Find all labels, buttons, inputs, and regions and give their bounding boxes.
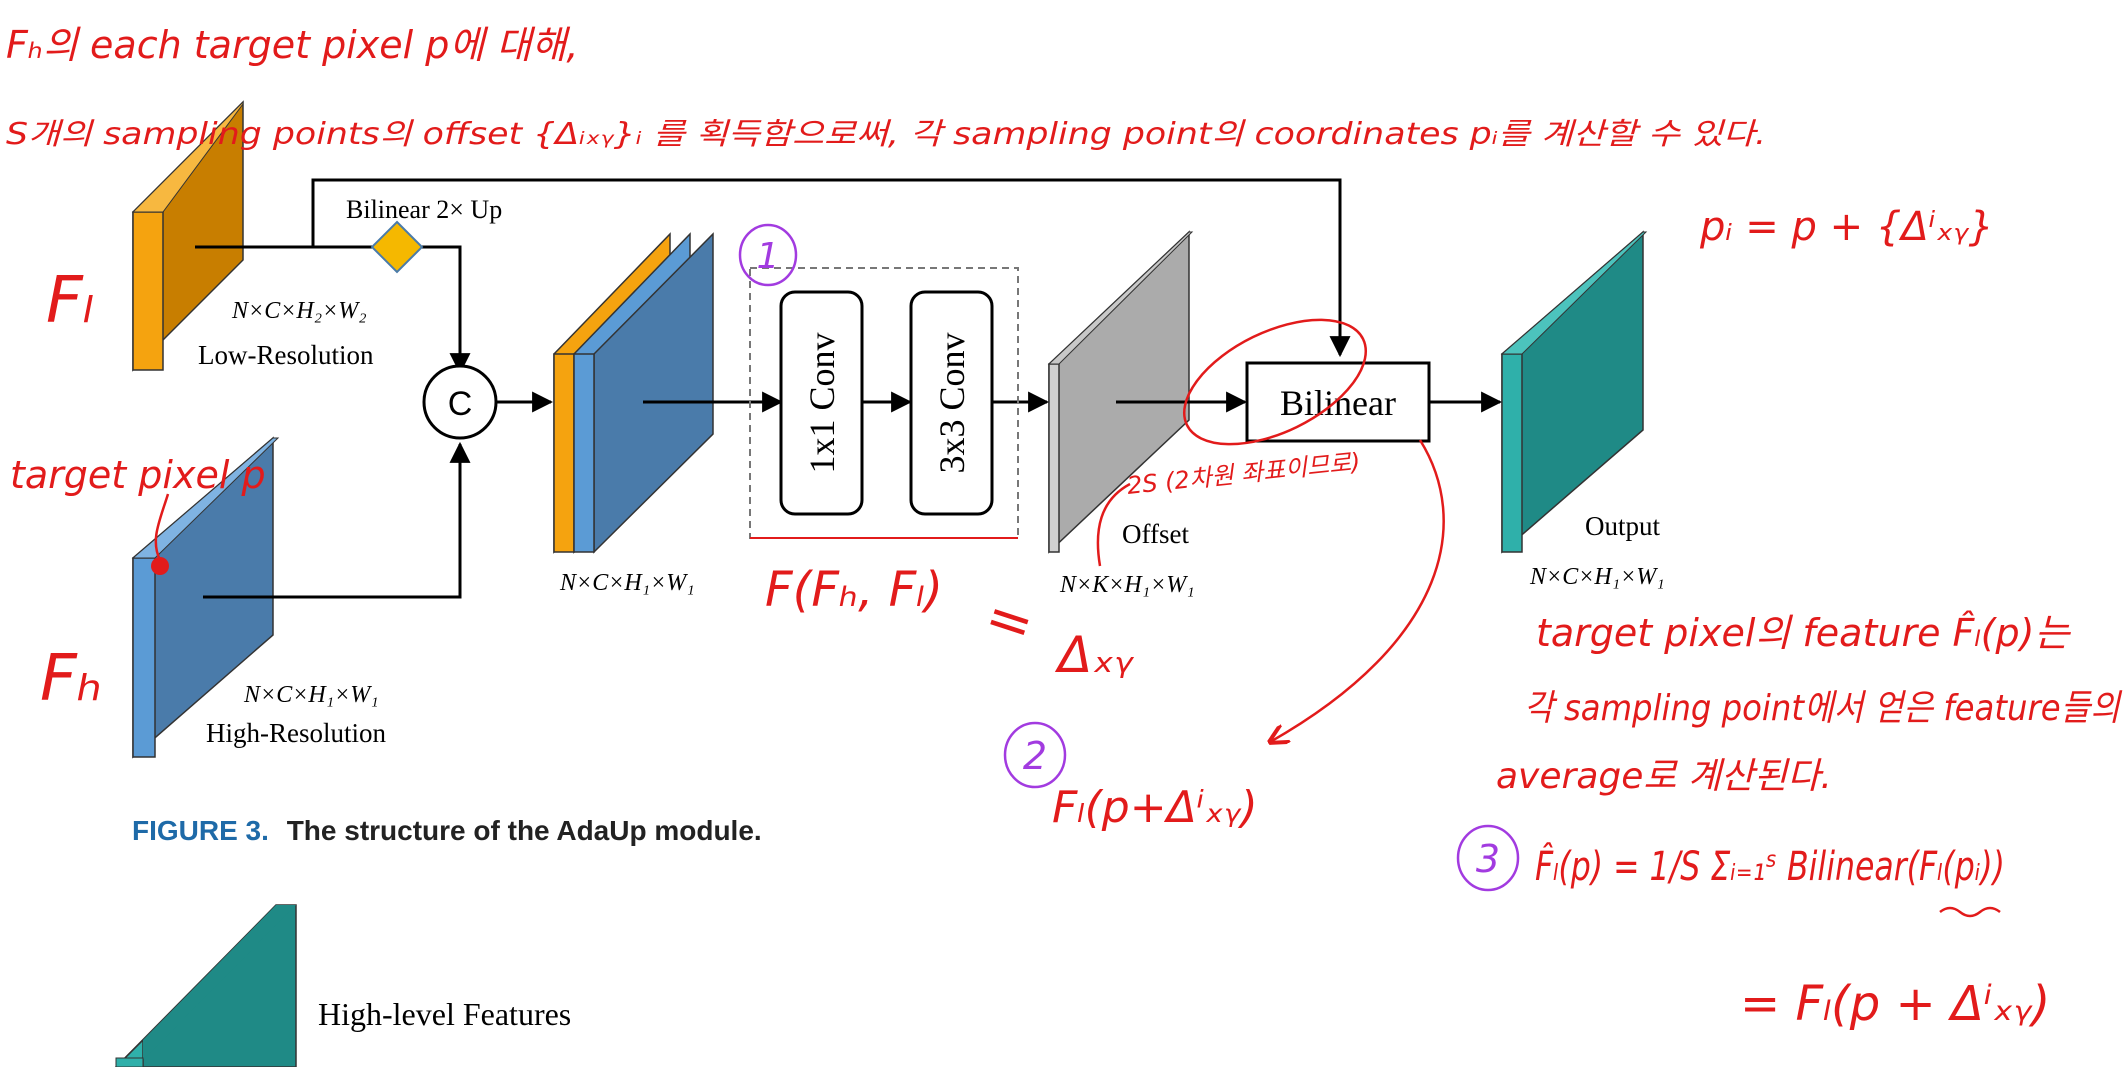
annotations-red: Fₕ의 each target pixel p에 대해, S개의 samplin… bbox=[6, 23, 2123, 1032]
annotation-fl-shift: Fₗ(p+Δⁱₓᵧ) bbox=[1052, 782, 1258, 833]
conv1x1-label: 1x1 Conv bbox=[802, 332, 842, 473]
conv3x3-box bbox=[909, 290, 994, 516]
annotation-2s: 2S (2차원 좌표이므로) bbox=[1126, 448, 1362, 500]
high-res-dims-label: N×C×H₁×W₁ bbox=[243, 682, 379, 708]
circle-1 bbox=[738, 223, 798, 287]
bilinear-box bbox=[1245, 361, 1431, 443]
circle-3-number: 3 bbox=[1476, 837, 1500, 881]
annotation-formula-eq: = Fₗ(p + Δⁱₓᵧ) bbox=[1740, 976, 2050, 1032]
concat-circle bbox=[422, 364, 498, 440]
conv1x1-box bbox=[779, 290, 864, 516]
annotation-circles-purple bbox=[738, 223, 1520, 892]
bilinear-up-label: Bilinear 2× Up bbox=[346, 195, 502, 224]
annotation-line1: Fₕ의 each target pixel p에 대해, bbox=[6, 23, 578, 67]
concat-feature-block bbox=[553, 232, 714, 554]
target-pixel-pointer bbox=[154, 493, 170, 561]
bilinear-up-diamond bbox=[370, 220, 424, 274]
annotation-func: F(Fₕ, Fₗ) bbox=[765, 562, 943, 618]
output-feature-block bbox=[1500, 230, 1648, 554]
low-res-feature-block bbox=[131, 100, 244, 372]
concat-dims-label: N×C×H₁×W₁ bbox=[559, 570, 695, 596]
annotation-formula-main: F̂ₗ(p) = 1/S Σᵢ₌₁ˢ Bilinear(Fₗ(pᵢ)) bbox=[1535, 842, 2005, 890]
annotation-fl: Fₗ bbox=[46, 264, 93, 338]
figure-caption-text: The structure of the AdaUp module. bbox=[287, 815, 762, 846]
connectors bbox=[195, 178, 1503, 599]
conv3x3-label: 3x3 Conv bbox=[932, 332, 972, 473]
annotation-line2: S개의 sampling points의 offset {Δᵢₓᵧ}ᵢ 를 획득… bbox=[6, 117, 1766, 152]
annotation-equals: = bbox=[977, 583, 1042, 659]
high-res-label: High-Resolution bbox=[206, 718, 386, 748]
output-dims-label: N×C×H₁×W₁ bbox=[1529, 564, 1665, 590]
figure-number: FIGURE 3. bbox=[132, 815, 269, 846]
annotation-fh: Fₕ bbox=[40, 642, 102, 716]
annotation-target-feature: target pixel의 feature F̂ₗ(p)는 bbox=[1536, 611, 2071, 655]
offset-label: Offset bbox=[1122, 519, 1189, 549]
output-label: Output bbox=[1585, 511, 1661, 541]
annotation-formula-pi: pᵢ = p + {Δⁱₓᵧ} bbox=[1699, 204, 1994, 250]
legend-high-level-label: High-level Features bbox=[318, 996, 571, 1032]
bilinear-highlight-ellipse bbox=[1182, 318, 1368, 446]
annotation-target-pixel: target pixel p bbox=[10, 453, 266, 497]
circle-3 bbox=[1456, 824, 1520, 892]
annotation-sampling-avg: 각 sampling point에서 얻은 feature들의 bbox=[1524, 688, 2123, 729]
bilinear-to-formula-arrow bbox=[1270, 439, 1445, 742]
target-pixel-dot bbox=[151, 557, 169, 575]
annotation-strokes bbox=[154, 318, 2001, 918]
bilinear-label: Bilinear bbox=[1280, 383, 1396, 423]
offset-2s-pointer bbox=[1096, 482, 1131, 567]
legend-high-level-block bbox=[114, 904, 297, 1067]
concat-label: C bbox=[448, 385, 473, 423]
annotation-average: average로 계산된다. bbox=[1496, 756, 1832, 797]
circle-2 bbox=[1003, 721, 1067, 789]
low-res-label: Low-Resolution bbox=[198, 340, 374, 370]
circle-1-number: 1 bbox=[757, 236, 780, 277]
circle-2-number: 2 bbox=[1023, 734, 1047, 778]
annotation-delta-xy: Δₓᵧ bbox=[1054, 626, 1134, 684]
offset-block bbox=[1047, 230, 1194, 554]
low-res-dims-label: N×C×H₂×W₂ bbox=[231, 298, 367, 324]
offset-dims-label: N×K×H₁×W₁ bbox=[1059, 572, 1195, 598]
formula-squiggle bbox=[1939, 906, 2001, 918]
figure-caption: FIGURE 3. The structure of the AdaUp mod… bbox=[132, 815, 762, 846]
